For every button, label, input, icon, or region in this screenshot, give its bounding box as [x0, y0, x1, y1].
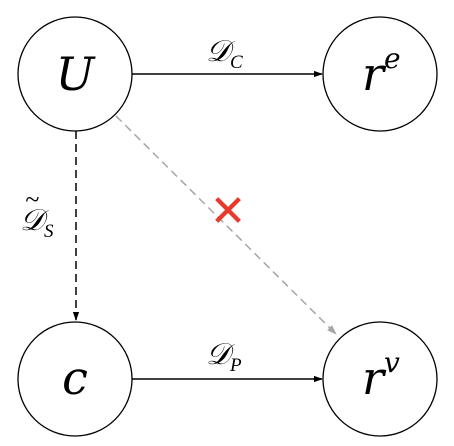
blocked-cross-icon: ✕ — [210, 186, 247, 237]
node-re: re — [322, 16, 438, 132]
node-c-circle — [17, 321, 133, 437]
node-u-label: U — [56, 47, 97, 101]
node-u: U — [17, 16, 133, 132]
edge-u-to-re: 𝒟C — [132, 35, 323, 78]
edge-u-to-rv-blocked: ✕ — [115, 115, 337, 335]
node-rv: rv — [322, 321, 438, 437]
edge-c-to-rv: 𝒟P — [132, 338, 323, 383]
node-u-circle — [17, 16, 133, 132]
node-re-label: re — [362, 42, 401, 101]
node-rv-label: rv — [362, 346, 400, 405]
edge-u-to-c-label: 𝒟S — [20, 204, 54, 242]
edge-u-to-c: ~ 𝒟S — [20, 131, 80, 321]
edge-u-to-c-tilde: ~ — [25, 185, 39, 214]
node-rv-circle — [322, 321, 438, 437]
edge-c-to-rv-label: 𝒟P — [206, 338, 242, 376]
edge-u-to-re-label: 𝒟C — [206, 35, 243, 73]
node-re-circle — [322, 16, 438, 132]
node-c: c — [17, 321, 133, 437]
node-c-label: c — [62, 351, 88, 405]
